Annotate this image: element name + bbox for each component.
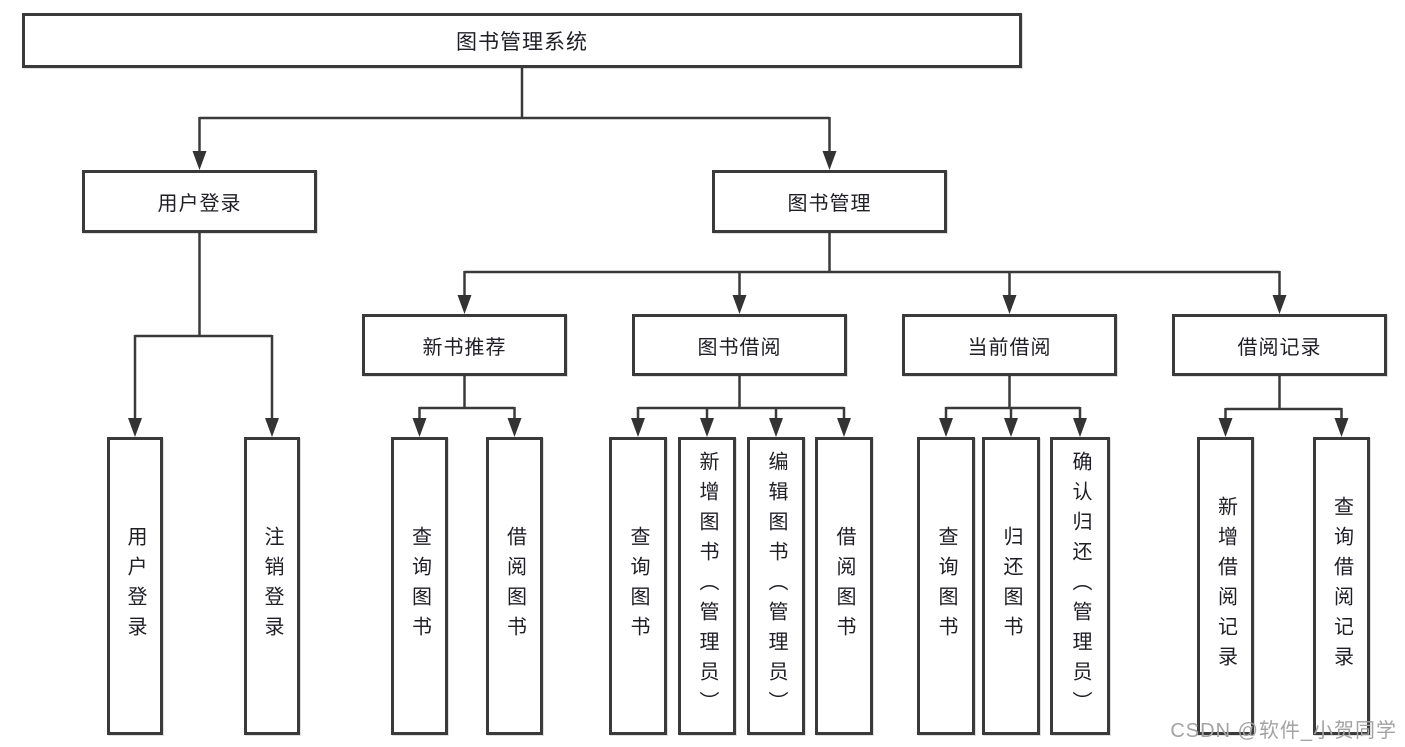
leaf-label: 用户登录 xyxy=(124,526,146,646)
leaf-cb-query-books: 查询图书 xyxy=(917,437,975,735)
node-book-management: 图书管理 xyxy=(712,170,947,233)
leaf-label: 新增借阅记录 xyxy=(1214,496,1237,676)
csdn-watermark: CSDN @软件_小贺同学 xyxy=(1170,720,1397,742)
node-root-system: 图书管理系统 xyxy=(22,13,1022,68)
node-new-book-recommend: 新书推荐 xyxy=(362,314,567,376)
leaf-label: 编辑图书（管理员） xyxy=(765,451,787,721)
leaf-label: 查询图书 xyxy=(408,526,431,646)
leaf-cb-confirm-return: 确认归还（管理员） xyxy=(1050,437,1110,735)
leaf-nb-borrow-books: 借阅图书 xyxy=(486,437,543,735)
leaf-bb-add-books: 新增图书（管理员） xyxy=(678,437,736,735)
leaf-label: 归还图书 xyxy=(1000,526,1022,646)
leaf-label: 确认归还（管理员） xyxy=(1069,451,1091,721)
node-book-borrow: 图书借阅 xyxy=(632,314,847,376)
leaf-br-query-record: 查询借阅记录 xyxy=(1313,437,1370,735)
node-user-login: 用户登录 xyxy=(82,170,317,233)
leaf-label: 查询图书 xyxy=(627,526,649,646)
node-current-borrow: 当前借阅 xyxy=(902,314,1117,376)
leaf-cb-return-books: 归还图书 xyxy=(982,437,1040,735)
leaf-label: 查询借阅记录 xyxy=(1330,496,1353,676)
leaf-label: 借阅图书 xyxy=(503,526,526,646)
leaf-logout: 注销登录 xyxy=(244,437,300,735)
leaf-nb-query-books: 查询图书 xyxy=(391,437,448,735)
leaf-bb-query-books: 查询图书 xyxy=(609,437,667,735)
leaf-label: 新增图书（管理员） xyxy=(696,451,718,721)
arrowhead-icons xyxy=(128,151,1349,437)
leaf-user-login: 用户登录 xyxy=(107,437,163,735)
leaf-label: 注销登录 xyxy=(261,526,283,646)
leaf-br-add-record: 新增借阅记录 xyxy=(1197,437,1254,735)
leaf-bb-edit-books: 编辑图书（管理员） xyxy=(747,437,805,735)
leaf-label: 借阅图书 xyxy=(833,526,855,646)
leaf-bb-borrow-books: 借阅图书 xyxy=(815,437,873,735)
leaf-label: 查询图书 xyxy=(935,526,957,646)
node-borrow-records: 借阅记录 xyxy=(1172,314,1387,376)
